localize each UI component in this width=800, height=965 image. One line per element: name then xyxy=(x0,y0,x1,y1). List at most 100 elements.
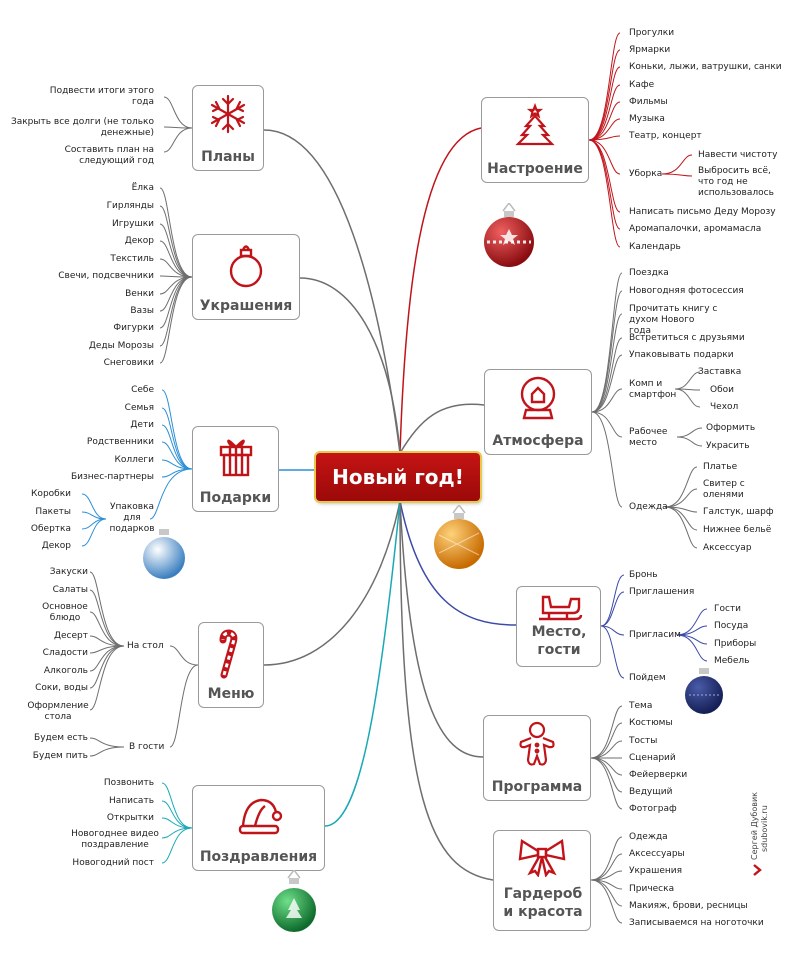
list-item[interactable]: Сценарий xyxy=(629,753,676,763)
list-item[interactable]: Декор xyxy=(41,541,71,551)
list-item-workplace[interactable]: Рабочее место xyxy=(629,427,668,448)
branch-program[interactable]: Программа xyxy=(483,715,591,801)
list-item[interactable]: Коллеги xyxy=(114,455,154,465)
branch-gifts[interactable]: Подарки xyxy=(192,426,279,512)
list-item[interactable]: Тема xyxy=(629,701,653,711)
list-item[interactable]: Одежда xyxy=(629,832,668,842)
list-item[interactable]: Чехол xyxy=(710,402,739,412)
list-item[interactable]: Ёлка xyxy=(131,183,154,193)
list-item[interactable]: Галстук, шарф xyxy=(703,507,774,517)
list-item[interactable]: Нижнее бельё xyxy=(703,525,772,535)
list-item[interactable]: Текстиль xyxy=(110,254,154,264)
list-item[interactable]: Упаковывать подарки xyxy=(629,350,734,360)
list-item[interactable]: Прическа xyxy=(629,884,675,894)
list-item[interactable]: Игрушки xyxy=(111,219,154,229)
list-item[interactable]: Снеговики xyxy=(103,358,154,368)
list-item[interactable]: Оформить xyxy=(706,423,756,433)
list-item[interactable]: Салаты xyxy=(52,585,88,595)
list-item[interactable]: Выбросить всё, что год не использовалось xyxy=(698,166,774,198)
list-item[interactable]: Себе xyxy=(131,385,154,395)
list-item-guests[interactable]: В гости xyxy=(129,742,165,752)
list-item[interactable]: Венки xyxy=(125,289,154,299)
branch-mood[interactable]: Настроение xyxy=(481,97,589,183)
list-item[interactable]: Пакеты xyxy=(35,507,71,517)
list-item[interactable]: Платье xyxy=(703,462,738,472)
list-item[interactable]: Календарь xyxy=(629,242,681,252)
branch-greetings[interactable]: Поздравления xyxy=(192,785,325,871)
list-item[interactable]: Пойдем xyxy=(629,673,666,683)
list-item[interactable]: Аксессуар xyxy=(703,543,752,553)
list-item[interactable]: Музыка xyxy=(629,114,665,124)
list-item[interactable]: Основное блюдо xyxy=(42,602,88,623)
list-item[interactable]: Фильмы xyxy=(629,97,668,107)
list-item[interactable]: Ведущий xyxy=(629,787,673,797)
branch-menu[interactable]: Меню xyxy=(198,622,264,708)
list-item[interactable]: Тосты xyxy=(629,736,658,746)
list-item[interactable]: Бизнес-партнеры xyxy=(70,472,154,482)
list-item[interactable]: Гирлянды xyxy=(106,201,154,211)
list-item-computer[interactable]: Комп и смартфон xyxy=(629,379,677,400)
list-item[interactable]: Обертка xyxy=(30,524,71,534)
list-item[interactable]: Свечи, подсвечники xyxy=(58,271,154,281)
branch-atmosphere[interactable]: Атмосфера xyxy=(484,369,592,455)
list-item[interactable]: Открытки xyxy=(106,813,154,823)
list-item-table[interactable]: На стол xyxy=(127,641,164,651)
list-item[interactable]: Оформление стола xyxy=(27,701,89,722)
list-item[interactable]: Семья xyxy=(124,403,154,413)
branch-place[interactable]: Место, гости xyxy=(516,586,601,667)
list-item[interactable]: Новогодний пост xyxy=(72,858,154,868)
list-item[interactable]: Записываемся на ноготочки xyxy=(629,918,764,928)
list-item[interactable]: Свитер с оленями xyxy=(703,479,745,500)
list-item[interactable]: Фигурки xyxy=(113,323,154,333)
list-item-invite[interactable]: Пригласим xyxy=(629,630,681,640)
list-item[interactable]: Коньки, лыжи, ватрушки, санки xyxy=(629,62,782,72)
branch-plans[interactable]: Планы xyxy=(192,85,264,171)
list-item[interactable]: Десерт xyxy=(53,631,88,641)
list-item[interactable]: Обои xyxy=(710,385,734,395)
list-item[interactable]: Прочитать книгу с духом Нового года xyxy=(629,304,718,336)
list-item[interactable]: Украсить xyxy=(706,441,750,451)
list-item[interactable]: Гости xyxy=(714,604,742,614)
list-item[interactable]: Сладости xyxy=(42,648,88,658)
list-item-clothes[interactable]: Одежда xyxy=(629,502,668,512)
list-item-cleaning[interactable]: Уборка xyxy=(629,169,663,179)
list-item[interactable]: Дети xyxy=(130,420,154,430)
list-item[interactable]: Подвести итоги этого года xyxy=(49,86,154,107)
list-item[interactable]: Кафе xyxy=(629,80,655,90)
list-item[interactable]: Аромапалочки, аромамасла xyxy=(629,224,762,234)
list-item[interactable]: Написать xyxy=(108,796,154,806)
list-item[interactable]: Деды Морозы xyxy=(88,341,154,351)
list-item[interactable]: Алкоголь xyxy=(43,666,88,676)
list-item[interactable]: Позвонить xyxy=(103,778,154,788)
list-item[interactable]: Будем пить xyxy=(32,751,88,761)
list-item[interactable]: Костюмы xyxy=(629,718,673,728)
list-item[interactable]: Украшения xyxy=(629,866,683,876)
list-item[interactable]: Фотограф xyxy=(629,804,677,814)
list-item[interactable]: Навести чистоту xyxy=(698,150,778,160)
list-item[interactable]: Макияж, брови, ресницы xyxy=(629,901,748,911)
list-item[interactable]: Приглашения xyxy=(629,587,695,597)
list-item[interactable]: Соки, воды xyxy=(35,683,88,693)
list-item[interactable]: Новогодняя фотосессия xyxy=(629,286,744,296)
list-item[interactable]: Коробки xyxy=(31,489,71,499)
list-item[interactable]: Составить план на следующий год xyxy=(64,145,154,166)
central-topic[interactable]: Новый год! xyxy=(316,453,480,501)
list-item[interactable]: Закуски xyxy=(49,567,88,577)
list-item[interactable]: Будем есть xyxy=(34,733,88,743)
list-item[interactable]: Закрыть все долги (не только денежные) xyxy=(10,117,154,138)
list-item[interactable]: Ярмарки xyxy=(629,45,671,55)
list-item[interactable]: Поездка xyxy=(629,268,669,278)
list-item-packaging[interactable]: Упаковка для подарков xyxy=(109,502,155,534)
list-item[interactable]: Родственники xyxy=(86,437,154,447)
list-item[interactable]: Фейерверки xyxy=(629,770,688,780)
list-item[interactable]: Декор xyxy=(124,236,154,246)
list-item[interactable]: Посуда xyxy=(714,621,749,631)
list-item[interactable]: Заставка xyxy=(698,367,742,377)
branch-decor[interactable]: Украшения xyxy=(192,234,300,320)
list-item[interactable]: Аксессуары xyxy=(629,849,685,859)
branch-wardrobe[interactable]: Гардероб и красота xyxy=(493,830,591,931)
list-item[interactable]: Приборы xyxy=(714,639,757,649)
list-item[interactable]: Новогоднее видео поздравление xyxy=(71,829,159,850)
list-item[interactable]: Вазы xyxy=(130,306,154,316)
list-item[interactable]: Встретиться с друзьями xyxy=(629,333,745,343)
